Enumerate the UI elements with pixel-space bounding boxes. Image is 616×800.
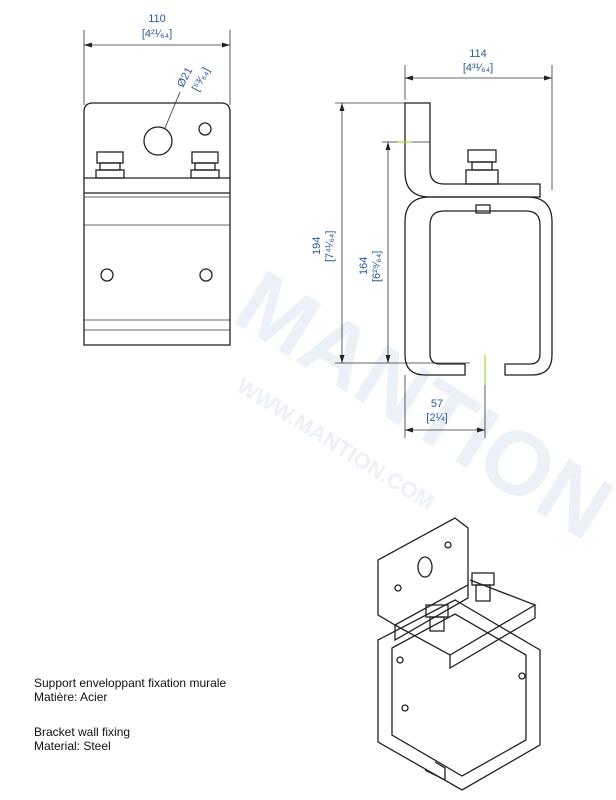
caption-fr-material: Matière: Acier [34,690,108,704]
isometric-view [377,517,541,791]
hole-diameter-inch: [⁵³⁄₆₄] [190,66,212,94]
side-view: 114 [4³¹⁄₆₄] 194 [7⁴¹⁄₆₄] 164 [6²⁹⁄₆₄] 5… [311,48,553,438]
caption-en-material: Material: Steel [34,739,111,753]
front-width-inch: [4²¹⁄₆₄] [142,28,172,40]
side-bolt [465,149,499,185]
caption-french: Support enveloppant fixation murale Mati… [34,676,226,704]
caption-english: Bracket wall fixing Material: Steel [34,725,130,753]
watermark: MANTION WWW.MANTION.COM [219,252,616,559]
side-width-mm: 114 [469,48,487,60]
offset-inch: [2¼] [426,412,447,424]
total-height-mm: 194 [311,237,323,255]
total-height-inch: [7⁴¹⁄₆₄] [324,231,336,262]
inner-height-inch: [6²⁹⁄₆₄] [371,251,383,282]
caption-en-title: Bracket wall fixing [34,725,131,739]
bolt-right [190,151,220,179]
front-width-mm: 110 [148,13,166,25]
large-hole [143,126,173,156]
inner-height-mm: 164 [358,257,370,275]
bolt-left [95,151,125,179]
offset-mm: 57 [431,398,443,410]
front-view: 110 [4²¹⁄₆₄] Ø21 [⁵³⁄₆₄] [83,13,231,346]
caption-fr-title: Support enveloppant fixation murale [34,676,227,690]
side-width-inch: [4³¹⁄₆₄] [463,62,493,74]
